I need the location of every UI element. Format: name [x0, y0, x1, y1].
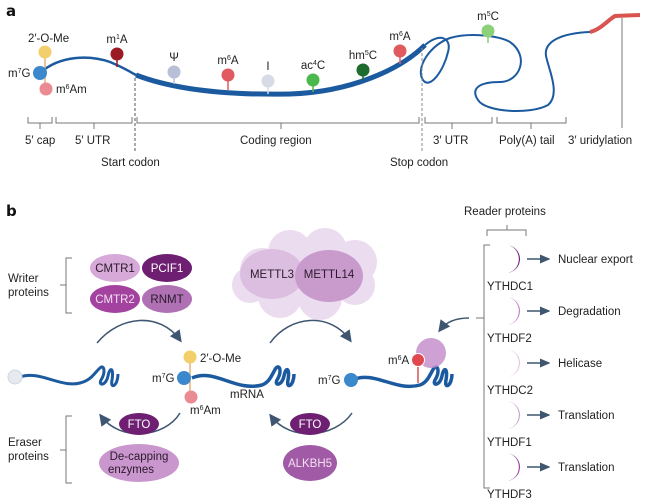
eraser-bracket — [60, 415, 72, 484]
region-5-cap: 5′ cap — [25, 135, 55, 147]
reader-ythdf2: YTHDF2 Degradation — [487, 297, 621, 345]
mettl-complex: METTL3 METTL14 — [232, 228, 377, 320]
b-cap-m6am-label: m6Am — [190, 405, 221, 417]
modification-label: I — [266, 61, 269, 73]
reader-top-bracket — [486, 225, 527, 236]
reader-label: Reader proteins — [464, 206, 546, 218]
mrna-capped: 2′-O-Me m7G m6Am mRNA — [152, 350, 296, 417]
reader-ythdf3: YTHDF3 Translation — [487, 453, 614, 500]
mrna-label: mRNA — [230, 389, 264, 401]
mettl3-label: METTL3 — [250, 269, 294, 281]
cap-m6am-label: m6Am — [56, 84, 87, 96]
reader-function: Degradation — [558, 306, 621, 318]
stop-codon-label: Stop codon — [390, 157, 448, 169]
modification-m6a-2: m6A — [389, 31, 411, 64]
modification-i: I — [261, 61, 275, 94]
reader-ythdc2: YTHDC2 Helicase — [487, 349, 602, 397]
reader-name: YTHDF2 — [487, 333, 532, 345]
reader-function: Translation — [558, 462, 614, 474]
b-cap-2-o-me-label: 2′-O-Me — [200, 353, 241, 365]
writer-arrow-1 — [96, 319, 182, 344]
reader-function: Translation — [558, 410, 614, 422]
reader-name: YTHDF1 — [487, 437, 532, 449]
region-5-utr: 5′ UTR — [75, 135, 110, 147]
b-cap-m7g-label: m7G — [152, 373, 175, 385]
cap-2-o-me-label: 2′-O-Me — [28, 33, 69, 45]
modification-ac4c: ac4C — [301, 60, 325, 92]
eraser-decapping-1: De-capping — [110, 451, 169, 463]
modification-label: m5C — [477, 11, 499, 23]
writer-cmtr1: CMTR1 — [95, 263, 135, 275]
region-poly-a: Poly(A) tail — [499, 135, 555, 147]
b-m6a-label: m6A — [388, 355, 410, 367]
reader-ythdc1: YTHDC1 Nuclear export — [487, 245, 634, 293]
eraser-fto-1: FTO — [128, 419, 151, 431]
writer-cmtr2: CMTR2 — [95, 294, 135, 306]
panel-a-label: a — [6, 2, 16, 20]
mettl14-label: METTL14 — [304, 269, 355, 281]
region-coding: Coding region — [240, 135, 312, 147]
region-3-utr: 3′ UTR — [433, 135, 468, 147]
eraser-fto-2: FTO — [299, 419, 322, 431]
modification-m1a: m1A — [106, 34, 128, 67]
reader-function: Nuclear export — [558, 254, 634, 266]
writer-label-2: proteins — [8, 287, 49, 299]
modification-label: ac4C — [301, 60, 325, 72]
modification-m5c: m5C — [477, 11, 499, 43]
cap-m7g-label: m7G — [8, 68, 31, 80]
modification-m6a: m6A — [217, 55, 239, 90]
reader-crescent-icon — [506, 401, 520, 429]
start-codon-label: Start codon — [101, 157, 160, 169]
reader-crescent-icon — [506, 453, 520, 481]
eraser-decapping-2: enzymes — [108, 464, 154, 476]
modification-label: m6A — [217, 55, 239, 67]
eraser-label-1: Eraser — [8, 437, 42, 449]
mrna-m6a: m7G m6A — [318, 338, 454, 389]
eraser-label-2: proteins — [8, 451, 49, 463]
reader-function: Helicase — [558, 358, 602, 370]
cap-erasers: FTO De-capping enzymes — [99, 413, 179, 482]
region-brackets — [27, 18, 623, 129]
reader-name: YTHDF3 — [487, 489, 532, 500]
panel-b-label: b — [6, 202, 17, 220]
b-m7g-label: m7G — [318, 375, 341, 387]
modification-psi: Ψ — [167, 52, 181, 84]
reader-ythdf1: YTHDF1 Translation — [487, 401, 614, 449]
reader-crescent-icon — [506, 297, 520, 325]
reader-name: YTHDC2 — [487, 385, 533, 397]
modification-label: m6A — [389, 31, 411, 43]
mrna-uncapped — [7, 365, 120, 388]
reader-binding-arrow — [438, 317, 470, 333]
writer-bracket — [60, 257, 72, 314]
writer-arrow-2 — [269, 319, 352, 344]
reader-name: YTHDC1 — [487, 281, 533, 293]
writer-label-1: Writer — [8, 273, 39, 285]
writer-rnmt: RNMT — [150, 294, 183, 306]
2-o-me-node — [38, 45, 52, 59]
m7g-node — [33, 66, 47, 80]
cap-structure-a: 2′-O-Me m7G m6Am — [8, 33, 87, 96]
eraser-alkbh5: ALKBH5 — [288, 458, 332, 470]
m6am-node — [39, 82, 53, 96]
writer-pcif1: PCIF1 — [151, 263, 184, 275]
reader-crescent-icon — [506, 349, 520, 377]
mrna-strand-a — [39, 13, 641, 112]
modification-label: m1A — [106, 34, 128, 46]
m6a-erasers: FTO ALKBH5 — [283, 413, 337, 481]
writer-proteins: CMTR1 PCIF1 CMTR2 RNMT — [90, 254, 192, 313]
modification-label: hm5C — [349, 50, 377, 62]
modification-hm5c: hm5C — [349, 50, 377, 80]
region-3-uridylation: 3′ uridylation — [568, 135, 632, 147]
reader-bracket — [476, 244, 490, 489]
modification-label: Ψ — [169, 52, 179, 64]
reader-crescent-icon — [506, 245, 520, 273]
